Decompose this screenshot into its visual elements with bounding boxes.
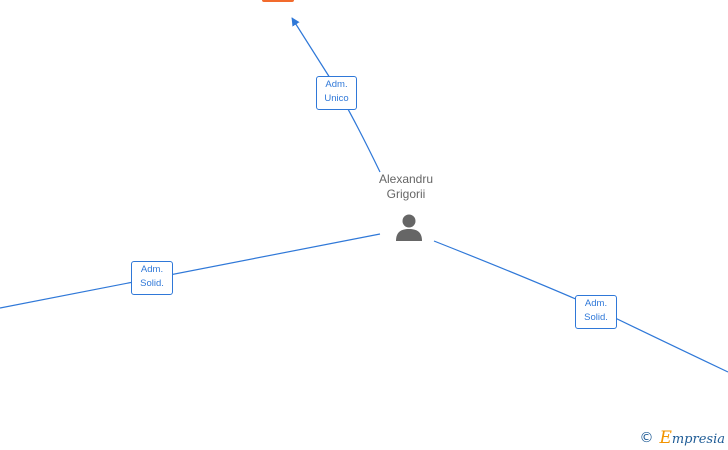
copyright-icon: © [639, 430, 654, 446]
relation-label-adm-unico[interactable]: Adm. Unico [316, 76, 357, 110]
brand-initial: E [659, 428, 672, 448]
relation-label-line1: Adm. [140, 264, 164, 275]
relation-label-line1: Adm. [584, 298, 608, 309]
relation-label-line2: Unico [324, 93, 349, 104]
relation-label-adm-solid-right[interactable]: Adm. Solid. [575, 295, 617, 329]
brand-logo: Empresia [659, 428, 725, 448]
edge-to-left-company [0, 233, 381, 309]
person-icon[interactable] [394, 212, 424, 242]
person-name-label[interactable]: Alexandru Grigorii [346, 172, 466, 202]
relation-label-adm-solid-left[interactable]: Adm. Solid. [131, 261, 173, 295]
person-name-line1: Alexandru [378, 172, 434, 186]
relation-label-line1: Adm. [325, 79, 348, 90]
relation-label-line2: Solid. [140, 278, 164, 289]
relation-label-line2: Solid. [584, 312, 608, 323]
person-name-line2: Grigorii [386, 187, 426, 201]
company-node-top[interactable] [262, 0, 294, 2]
brand-name: mpresia [671, 432, 725, 447]
brand-footer[interactable]: © Empresia [639, 428, 725, 448]
